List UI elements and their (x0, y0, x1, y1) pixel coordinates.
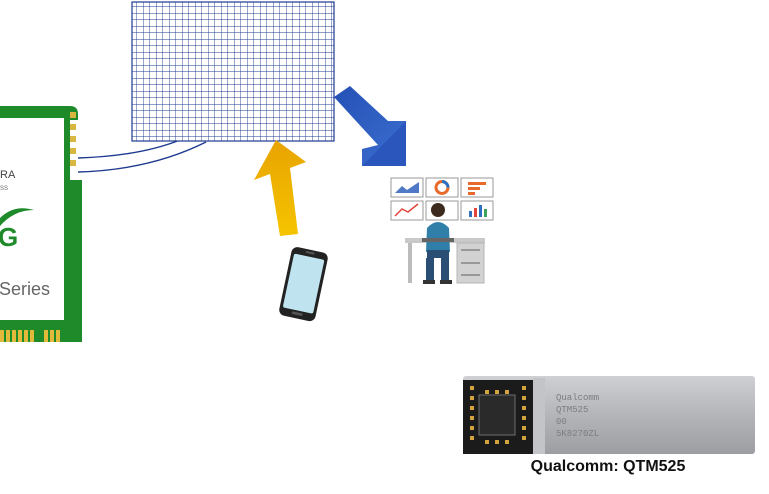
monitor-line-chart (390, 200, 424, 221)
card-text-series: Series (0, 279, 50, 299)
monitor-area-chart (390, 177, 424, 198)
chair (422, 238, 454, 242)
chip-engraving-line-3: 00 (556, 417, 567, 427)
card-text-small: SS (0, 186, 8, 192)
chip-engraving-line-2: QTM525 (556, 405, 588, 415)
qtm525-caption: Qualcomm: QTM525 (530, 458, 686, 475)
monitor-bar-chart (460, 177, 494, 198)
edge-connector-pins (0, 330, 60, 342)
person-at-desk-icon (390, 177, 494, 284)
card-pads (70, 112, 76, 166)
card-swoosh-icon (0, 208, 34, 226)
monitor-donut-chart (425, 177, 459, 198)
chip-engraving-line-1: Qualcomm (556, 393, 599, 403)
feed-line-2 (77, 141, 207, 173)
person (423, 203, 452, 284)
card-text-badge: G (0, 222, 18, 252)
smartphone-icon (279, 247, 328, 322)
chip-engraving-line-4: 5K8270ZL (556, 429, 599, 439)
m2-module-card: RA SS G Series (0, 106, 82, 342)
yellow-arrow-icon (254, 140, 306, 236)
antenna-array-grid-icon (131, 1, 335, 142)
monitor-column-chart (460, 200, 494, 221)
card-text-top: RA (0, 169, 16, 181)
blue-arrow-icon (334, 86, 406, 166)
chip-solder-pads (470, 386, 526, 444)
feed-line-1 (77, 139, 181, 159)
qtm525-antenna-module: Qualcomm QTM525 00 5K8270ZL (463, 376, 755, 454)
